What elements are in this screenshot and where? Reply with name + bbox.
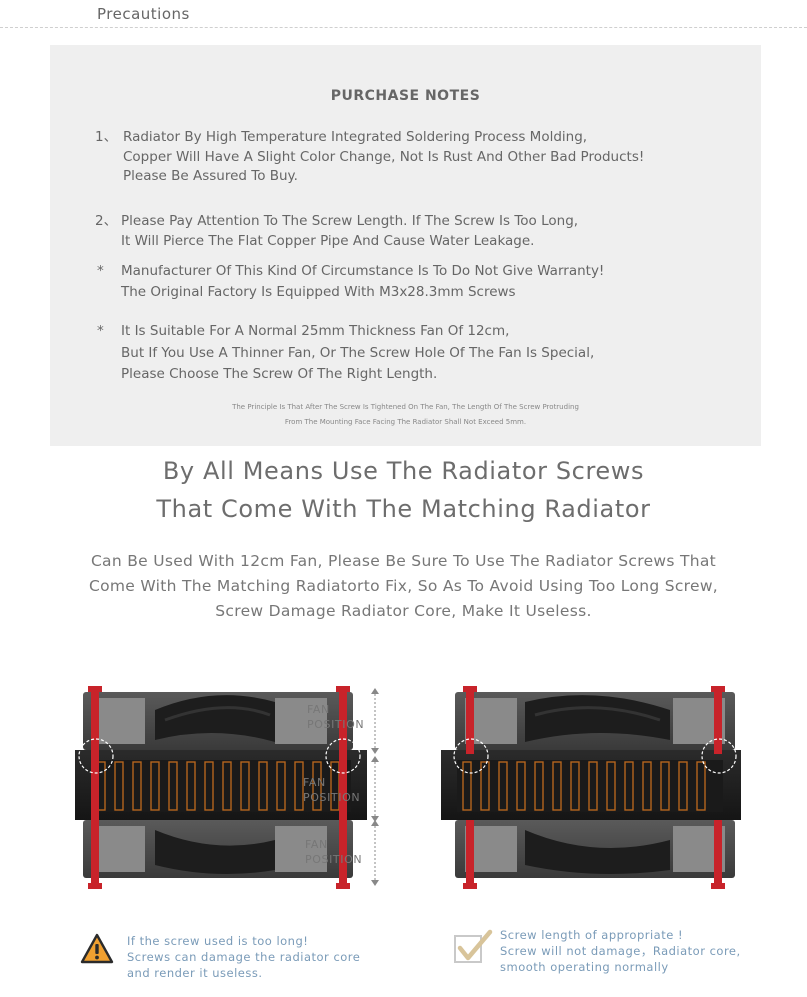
note-marker: * [97,323,104,339]
screw-length-diagram: FAN POSITION FAN POSITION FAN POSITION [75,680,745,895]
note-line: Please Be Assured To Buy. [123,168,298,184]
fine-print-line: The Principle Is That After The Screw Is… [232,403,579,411]
fine-print-line: From The Mounting Face Facing The Radiat… [284,418,527,426]
section-title: Precautions [97,5,190,23]
fan-position-label: FAN POSITION [307,703,365,731]
fan-position-label: FAN POSITION [303,776,361,804]
note-line: The Original Factory Is Equipped With M3… [121,284,516,300]
left-assembly [75,686,379,889]
right-assembly [441,686,741,889]
main-heading-line-1: By All Means Use The Radiator Screws [162,457,645,485]
checkmark-icon [452,928,494,966]
note-marker: 2、 [95,213,118,229]
note-line: Please Choose The Screw Of The Right Len… [121,366,438,382]
note-marker: 1、 [95,129,118,145]
description-line: Screw Damage Radiator Core, Make It Usel… [215,602,592,620]
note-marker: * [97,263,104,279]
header-divider [0,27,807,28]
note-line: Manufacturer Of This Kind Of Circumstanc… [121,263,605,279]
description-line: Come With The Matching Radiatorto Fix, S… [88,577,719,595]
description-line: Can Be Used With 12cm Fan, Please Be Sur… [90,552,717,570]
note-line: It Will Pierce The Flat Copper Pipe And … [121,232,535,249]
main-heading-line-2: That Come With The Matching Radiator [156,495,651,523]
purchase-notes-panel: PURCHASE NOTES 1、 Radiator By High Tempe… [50,45,761,446]
fan-position-label: FAN POSITION [305,838,363,866]
warning-text: If the screw used is too long! Screws ca… [127,934,361,980]
note-line: But If You Use A Thinner Fan, Or The Scr… [121,344,595,361]
note-line: Please Pay Attention To The Screw Length… [121,213,579,229]
approval-text: Screw length of appropriate ! Screw will… [500,928,741,974]
purchase-notes-heading: PURCHASE NOTES [330,88,481,104]
note-line: It Is Suitable For A Normal 25mm Thickne… [121,323,510,339]
warning-icon [80,933,114,965]
fine-print: The Principle Is That After The Screw Is… [50,400,761,430]
note-line: Copper Will Have A Slight Color Change, … [123,148,645,165]
note-line: Radiator By High Temperature Integrated … [123,129,588,145]
radiator-fan-illustration [75,686,741,889]
